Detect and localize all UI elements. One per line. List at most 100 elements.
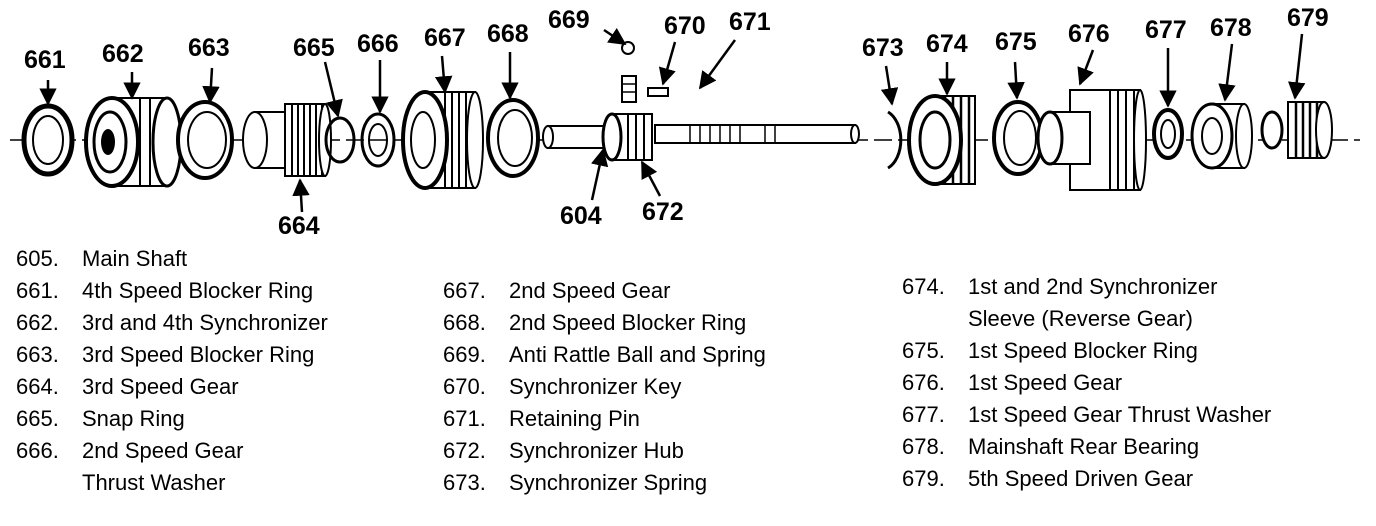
part-662-synchronizer (84, 96, 183, 188)
legend-label: 1st Speed Gear Thrust Washer (968, 402, 1272, 427)
legend-item-678: 678.Mainshaft Rear Bearing (902, 431, 1362, 463)
legend-item-663: 663. 3rd Speed Blocker Ring (16, 339, 426, 371)
legend-column-2: 667. 2nd Speed Gear 668.2nd Speed Blocker… (443, 275, 873, 499)
part-664-gear (242, 103, 332, 177)
legend-item-674: 674. 1st and 2nd Synchronizer (902, 271, 1362, 303)
legend-item-666-continued: Thrust Washer (16, 467, 426, 499)
legend-label: Anti Rattle Ball and Spring (509, 342, 766, 367)
exploded-view-diagram (10, 27, 1360, 213)
part-672-synchronizer-hub (601, 112, 653, 162)
callout-673: 673 (862, 34, 904, 62)
legend-label: 3rd Speed Blocker Ring (82, 342, 315, 367)
legend-label: 2nd Speed Gear (82, 438, 244, 463)
part-676-gear (1036, 89, 1147, 191)
part-605-main-shaft (542, 124, 860, 149)
callout-665: 665 (293, 34, 335, 62)
callout-663: 663 (188, 34, 230, 62)
legend-label: 2nd Speed Gear (509, 278, 671, 303)
legend-item-673: 673.Synchronizer Spring (443, 467, 873, 499)
legend-number: 667. (443, 278, 486, 303)
part-667-gear (401, 90, 484, 190)
part-674-synchronizer-sleeve (907, 94, 976, 186)
legend-column-1: 605. Main Shaft 661.4th Speed Blocker Rin… (16, 243, 426, 499)
legend-item-662: 662. 3rd and 4th Synchronizer (16, 307, 426, 339)
legend-item-661: 661.4th Speed Blocker Ring (16, 275, 426, 307)
legend-number: 664. (16, 374, 59, 399)
callout-677: 677 (1145, 16, 1187, 44)
legend-label: Main Shaft (82, 246, 188, 271)
callout-666: 666 (357, 30, 399, 58)
callout-679: 679 (1287, 4, 1329, 32)
legend-item-679: 679. 5th Speed Driven Gear (902, 463, 1362, 495)
legend-number: 679. (902, 466, 945, 491)
legend-number: 605. (16, 246, 59, 271)
part-679-driven-gear (1260, 101, 1333, 159)
callout-675: 675 (995, 28, 1037, 56)
callout-667: 667 (424, 24, 466, 52)
legend-number: 676. (902, 370, 945, 395)
callout-669: 669 (548, 6, 590, 34)
legend-item-666: 666. 2nd Speed Gear (16, 435, 426, 467)
legend-number: 663. (16, 342, 59, 367)
part-666-thrust-washer (360, 112, 396, 168)
legend-label: 2nd Speed Blocker Ring (509, 310, 747, 335)
callout-678: 678 (1210, 14, 1252, 42)
legend-number: 662. (16, 310, 59, 335)
legend-item-674-continued: Sleeve (Reverse Gear) (902, 303, 1362, 335)
legend-item-605: 605. Main Shaft (16, 243, 426, 275)
callout-668: 668 (487, 20, 529, 48)
legend-item-668: 668.2nd Speed Blocker Ring (443, 307, 873, 339)
legend-label: 1st and 2nd Synchronizer (968, 274, 1218, 299)
legend-label: Retaining Pin (509, 406, 640, 431)
callout-674: 674 (926, 30, 968, 58)
legend-number: 669. (443, 342, 486, 367)
callout-664: 664 (278, 212, 320, 240)
legend-column-3: 674. 1st and 2nd Synchronizer Sleeve (Rev… (902, 271, 1362, 495)
legend-number: 661. (16, 278, 59, 303)
legend-number: 672. (443, 438, 486, 463)
part-678-rear-bearing (1190, 102, 1253, 170)
part-661-blocker-ring (21, 103, 75, 177)
legend-item-665: 665. Snap Ring (16, 403, 426, 435)
legend-number: 675. (902, 338, 945, 363)
callout-676: 676 (1068, 20, 1110, 48)
legend-number: 665. (16, 406, 59, 431)
leader-arrows (39, 27, 1306, 213)
legend-number: 670. (443, 374, 486, 399)
part-669-anti-rattle-ball-spring (621, 41, 637, 103)
legend-label: Synchronizer Key (509, 374, 682, 399)
part-675-blocker-ring (992, 100, 1044, 176)
legend-label: Snap Ring (82, 406, 185, 431)
legend-label: 3rd Speed Gear (82, 374, 239, 399)
legend-item-675: 675. 1st Speed Blocker Ring (902, 335, 1362, 367)
legend-item-671: 671. Retaining Pin (443, 403, 873, 435)
legend-item-677: 677. 1st Speed Gear Thrust Washer (902, 399, 1362, 431)
legend-number: 671. (443, 406, 486, 431)
legend-number: 678. (902, 434, 945, 459)
callout-672: 672 (642, 198, 684, 226)
legend-label: Sleeve (Reverse Gear) (968, 306, 1193, 331)
callout-604: 604 (560, 202, 602, 230)
callout-661: 661 (24, 46, 66, 74)
legend-label: 5th Speed Driven Gear (968, 466, 1194, 491)
part-677-thrust-washer (1152, 108, 1184, 160)
part-673-synchronizer-spring (887, 110, 903, 170)
legend-item-670: 670. Synchronizer Key (443, 371, 873, 403)
legend-number: 674. (902, 274, 945, 299)
legend-item-672: 672.Synchronizer Hub (443, 435, 873, 467)
callout-670: 670 (664, 12, 706, 40)
callout-662: 662 (102, 40, 144, 68)
legend-number: 677. (902, 402, 945, 427)
legend-label: Synchronizer Spring (509, 470, 708, 495)
legend-item-669: 669. Anti Rattle Ball and Spring (443, 339, 873, 371)
legend-label: 3rd and 4th Synchronizer (82, 310, 328, 335)
part-663-blocker-ring (176, 100, 234, 180)
legend-label: 1st Speed Blocker Ring (968, 338, 1198, 363)
legend-label: 1st Speed Gear (968, 370, 1123, 395)
legend-number: 666. (16, 438, 59, 463)
callout-671: 671 (729, 8, 771, 36)
part-665-snap-ring (324, 116, 356, 164)
part-668-blocker-ring (486, 98, 540, 178)
legend-item-676: 676. 1st Speed Gear (902, 367, 1362, 399)
part-670-synchronizer-key (647, 87, 669, 97)
